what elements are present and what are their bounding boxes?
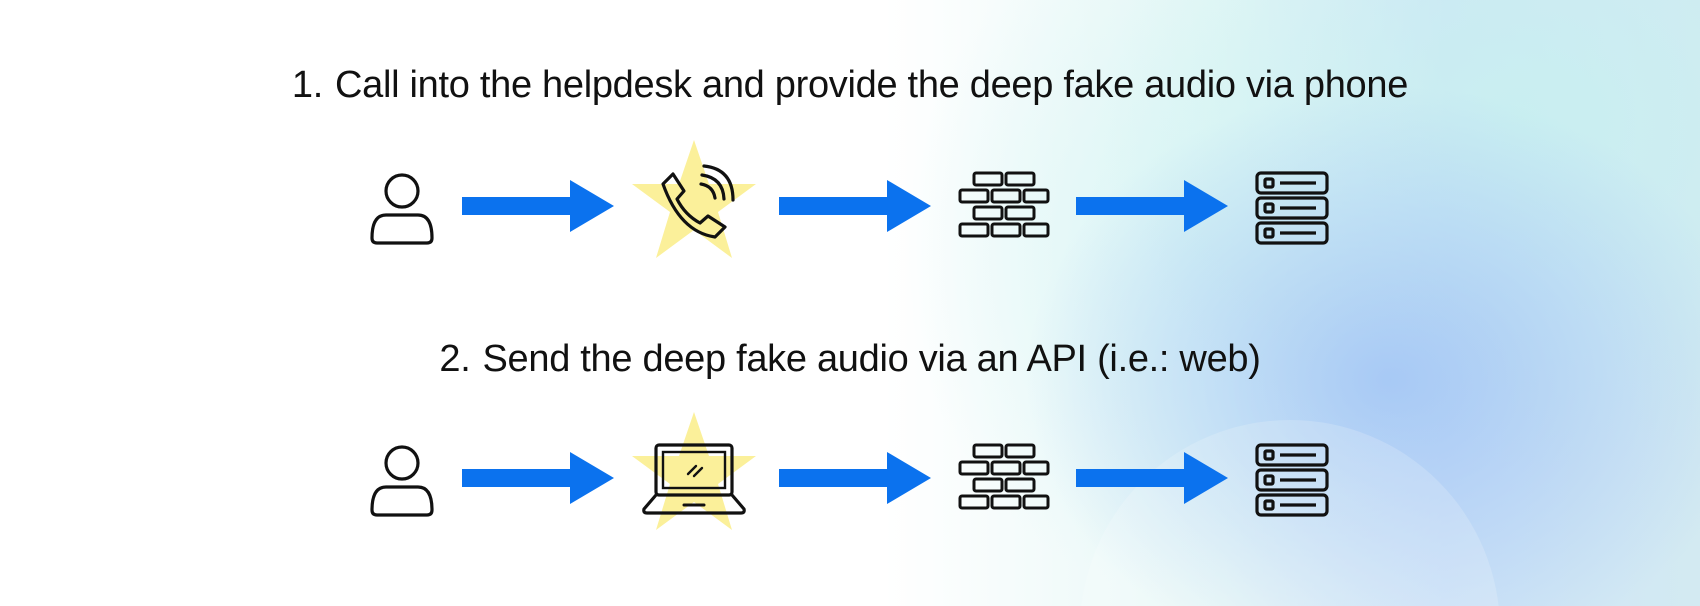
step-2-title: 2. Send the deep fake audio via an API (i… (0, 338, 1700, 381)
step-2-number: 2. (439, 338, 471, 380)
step-1-text: Call into the helpdesk and provide the d… (335, 64, 1409, 106)
step-1-number: 1. (291, 64, 324, 106)
step-1-title: 1. Call into the helpdesk and provide the… (0, 64, 1700, 107)
step-2-text: Send the deep fake audio via an API (i.e… (482, 338, 1261, 380)
